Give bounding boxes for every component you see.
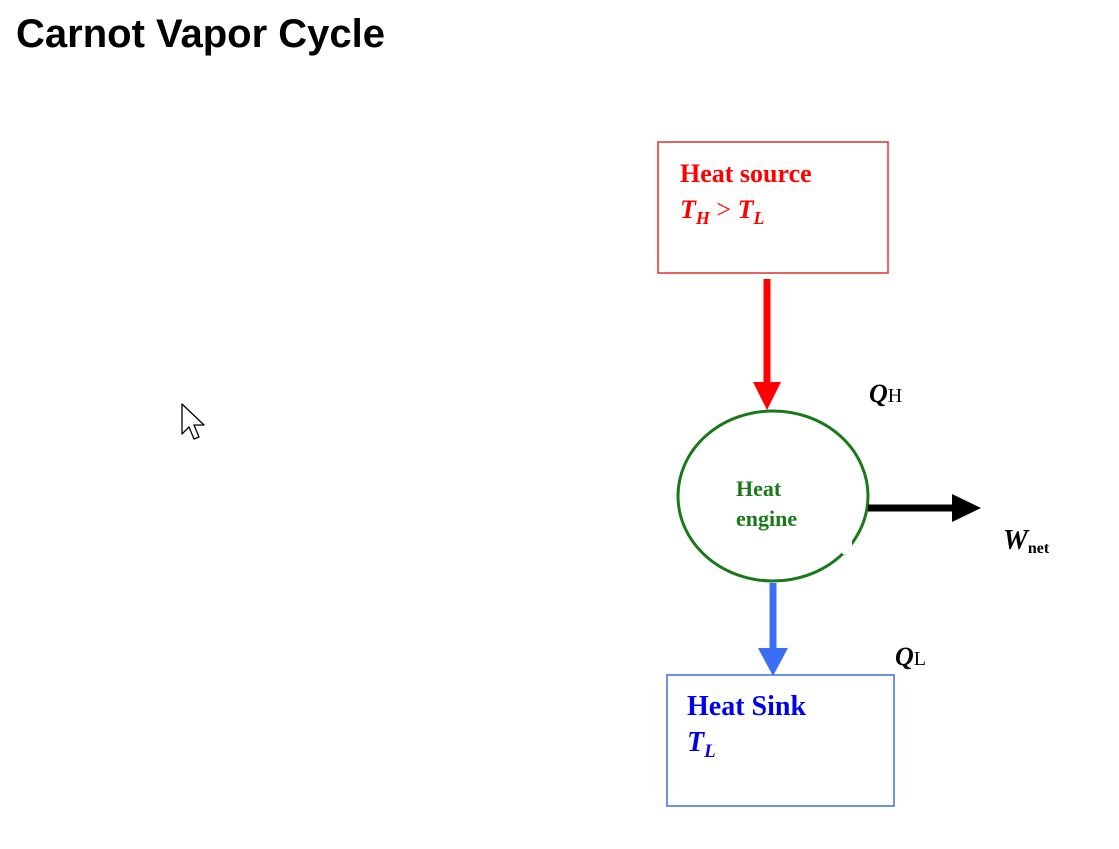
heat-sink-box [666, 674, 895, 807]
heat-sink-label: Heat Sink [687, 691, 806, 722]
q-high-symbol: Q [869, 379, 888, 408]
heat-source-label: Heat source [680, 159, 812, 188]
heat-input-arrow [753, 279, 781, 410]
circle-gap [842, 540, 852, 554]
q-high-subscript: H [888, 385, 902, 407]
temperature-relation: > [710, 195, 738, 224]
tl-symbol: T [738, 195, 755, 224]
heat-engine-circle [676, 409, 870, 583]
heat-engine-line1: Heat [736, 476, 782, 501]
heat-sink-temperature: TL [687, 727, 716, 762]
tl-subscript: L [752, 208, 764, 228]
th-symbol: T [680, 195, 697, 224]
heat-engine-line2: engine [736, 506, 797, 531]
mouse-pointer-icon [181, 403, 205, 440]
th-subscript: H [695, 208, 711, 228]
w-subscript: net [1028, 540, 1050, 557]
heat-rejection-arrow [758, 583, 788, 676]
sink-t-subscript: L [703, 741, 716, 762]
heat-source-box [657, 141, 889, 274]
q-high-label: QH [869, 379, 902, 408]
q-low-symbol: Q [895, 642, 914, 671]
work-output-arrow [868, 494, 981, 522]
q-low-subscript: L [914, 648, 926, 670]
slide-title: Carnot Vapor Cycle [16, 12, 386, 56]
w-net-label: Wnet [1003, 525, 1050, 557]
sink-t-symbol: T [687, 727, 706, 758]
w-symbol: W [1003, 525, 1030, 556]
heat-source-temperature: TH > TL [680, 195, 764, 228]
q-low-label: QL [895, 642, 926, 671]
